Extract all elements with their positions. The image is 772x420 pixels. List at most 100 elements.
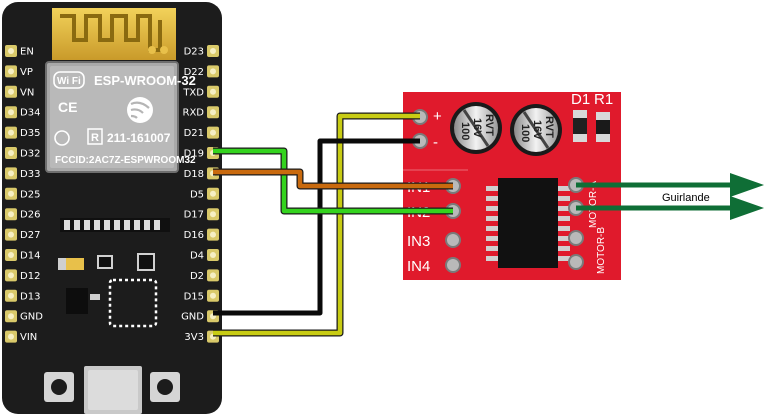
pin-hole bbox=[8, 129, 14, 136]
antenna-pad bbox=[160, 46, 168, 54]
ic-lead bbox=[558, 256, 570, 261]
pin-label-right-d19: D19 bbox=[184, 149, 204, 160]
pin-label-right-d5: D5 bbox=[190, 189, 204, 200]
smd-tantalum-end bbox=[58, 258, 66, 270]
pin-label-right-d15: D15 bbox=[184, 291, 204, 302]
pin-label-right-d4: D4 bbox=[190, 251, 204, 262]
pin-hole bbox=[8, 292, 14, 299]
arrow-right-icon bbox=[730, 196, 764, 220]
pin-in3 bbox=[445, 232, 461, 248]
smd-part bbox=[84, 220, 90, 230]
esp32-left-pin-header: ENVPVND34D35D32D33D25D26D27D14D12D13GNDV… bbox=[5, 45, 43, 343]
diode-band bbox=[573, 118, 587, 134]
ic-lead bbox=[486, 206, 498, 211]
ic-lead bbox=[486, 216, 498, 221]
pin-label-right-d18: D18 bbox=[184, 169, 204, 180]
wifi-logo-text: Wi Fi bbox=[57, 76, 81, 87]
pin-hole bbox=[8, 88, 14, 95]
module-name: ESP-WROOM-32 bbox=[94, 73, 196, 88]
smd-part bbox=[64, 220, 70, 230]
capacitor-2-value: 100 bbox=[519, 124, 531, 142]
pin-hole bbox=[8, 48, 14, 54]
smd-part bbox=[124, 220, 130, 230]
motor-a-label: MOTOR-A bbox=[588, 181, 599, 228]
pin-hole bbox=[210, 129, 216, 136]
pin-hole bbox=[8, 109, 14, 116]
wires bbox=[213, 112, 453, 337]
pin-hole bbox=[210, 252, 216, 258]
diode-label: D1 bbox=[571, 91, 590, 108]
ic-lead bbox=[486, 226, 498, 231]
pin-hole bbox=[210, 48, 216, 54]
esp32-module-face bbox=[50, 66, 174, 168]
regulator bbox=[66, 288, 88, 314]
capacitor-2-brand: RVT bbox=[543, 116, 555, 138]
regulator-pin bbox=[90, 294, 100, 300]
smd-part bbox=[74, 220, 80, 230]
pin-label-left-d26: D26 bbox=[20, 210, 40, 221]
ce-mark: CE bbox=[58, 99, 77, 115]
in3-label: IN3 bbox=[407, 233, 430, 250]
pin-label-left-d35: D35 bbox=[20, 128, 40, 139]
pin-label-right-d17: D17 bbox=[184, 210, 204, 221]
pin-label-right-gnd: GND bbox=[181, 312, 204, 323]
capacitor-2-vent bbox=[522, 111, 550, 149]
smd-part bbox=[114, 220, 120, 230]
pin-hole bbox=[210, 68, 216, 75]
pin-hole bbox=[8, 333, 14, 340]
smd-part bbox=[144, 220, 150, 230]
driver-ic-body bbox=[498, 178, 558, 268]
ic-lead bbox=[558, 206, 570, 211]
pin-hole bbox=[8, 150, 14, 156]
pin-motor-b2 bbox=[568, 254, 584, 270]
pin-hole bbox=[8, 190, 14, 197]
fcc-id: FCCID:2AC7Z-ESPWROOM32 bbox=[55, 155, 196, 166]
r-mark: R bbox=[91, 132, 99, 144]
pin-label-left-d13: D13 bbox=[20, 291, 40, 302]
ic-lead bbox=[486, 256, 498, 261]
pin-motor-b1 bbox=[568, 230, 584, 246]
ic-lead bbox=[486, 236, 498, 241]
capacitor-2-voltage: 16V bbox=[531, 120, 543, 140]
capacitor-2: 100 16V RVT bbox=[510, 104, 562, 156]
pin-label-left-d14: D14 bbox=[20, 251, 40, 262]
wire-gnd-to-minus bbox=[213, 138, 420, 316]
pin-hole bbox=[210, 211, 216, 218]
ic-lead bbox=[558, 196, 570, 201]
pin-label-right-d2: D2 bbox=[190, 271, 204, 282]
pin-hole bbox=[8, 272, 14, 279]
ic-lead bbox=[558, 216, 570, 221]
pin-hole bbox=[8, 68, 14, 75]
pin-label-right-d23: D23 bbox=[184, 47, 204, 58]
minus-label: - bbox=[433, 134, 438, 151]
esp32-right-pin-header: D23D22TXDRXDD21D19D18D5D17D16D4D2D15GND3… bbox=[181, 45, 219, 343]
pin-hole bbox=[8, 170, 14, 177]
pin-label-left-d33: D33 bbox=[20, 169, 40, 180]
telec-icon bbox=[54, 130, 70, 146]
antenna-pad bbox=[148, 46, 156, 54]
resistor-label: R1 bbox=[594, 91, 613, 108]
driver-ic bbox=[486, 178, 570, 268]
pin-hole bbox=[210, 231, 216, 238]
pin-hole bbox=[8, 313, 14, 320]
smd-part bbox=[137, 253, 155, 271]
pin-label-left-vn: VN bbox=[20, 87, 34, 98]
pin-label-left-d27: D27 bbox=[20, 230, 40, 241]
wifi-icon bbox=[53, 71, 85, 89]
capacitor-1-value: 100 bbox=[459, 122, 471, 140]
smd-part bbox=[97, 255, 113, 269]
pin-hole bbox=[210, 272, 216, 279]
pin-label-right-d22: D22 bbox=[184, 67, 204, 78]
pin-hole bbox=[8, 231, 14, 238]
in4-label: IN4 bbox=[407, 258, 430, 275]
usb-uart-chip-outline bbox=[108, 278, 158, 328]
pin-label-right-d16: D16 bbox=[184, 230, 204, 241]
motor-b-label: MOTOR-B bbox=[596, 227, 607, 274]
smd-part bbox=[154, 220, 160, 230]
en-button-cap bbox=[51, 379, 67, 395]
pin-in4 bbox=[445, 257, 461, 273]
pin-label-right-3v3: 3V3 bbox=[184, 332, 204, 343]
ic-lead bbox=[486, 186, 498, 191]
plus-label: + bbox=[433, 108, 442, 125]
pin-label-right-txd: TXD bbox=[182, 87, 204, 98]
